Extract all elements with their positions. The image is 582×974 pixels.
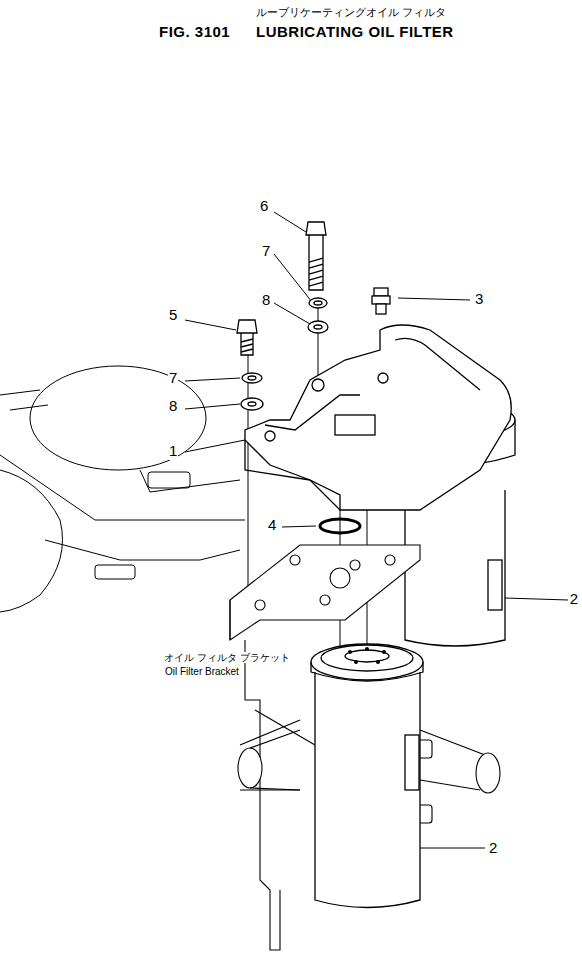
callout-number: 1 — [168, 443, 178, 460]
callout-number: 7 — [261, 243, 271, 260]
part-label: オイル フィルタ ブラケット — [163, 652, 291, 663]
callout-number: 8 — [168, 398, 178, 415]
callout-number: 2 — [488, 840, 498, 857]
callout-number: 2 — [569, 591, 579, 608]
bolt-5 — [237, 320, 257, 355]
o-ring-4 — [320, 519, 360, 533]
japanese-title: ルーブリケーティングオイル フィルタ — [255, 7, 448, 19]
lock-washer — [309, 298, 327, 308]
bolt-6 — [306, 222, 326, 290]
callout-number: 6 — [259, 198, 269, 215]
fitting-3 — [372, 288, 390, 314]
engine-outline — [0, 366, 245, 612]
callout-number: 8 — [261, 292, 271, 309]
callout-number: 5 — [168, 307, 178, 324]
figure-number: FIG. 3101 — [158, 24, 231, 41]
filter-cartridge-lower — [311, 644, 423, 908]
part-label: Oil Filter Bracket — [164, 666, 240, 677]
oil-filter-bracket — [230, 545, 500, 950]
callout-number: 3 — [474, 291, 484, 308]
washer — [308, 321, 328, 333]
filter-head-1 — [245, 325, 511, 510]
figure-title: LUBRICATING OIL FILTER — [255, 24, 455, 41]
callout-number: 7 — [168, 370, 178, 387]
callout-number: 4 — [267, 517, 277, 534]
